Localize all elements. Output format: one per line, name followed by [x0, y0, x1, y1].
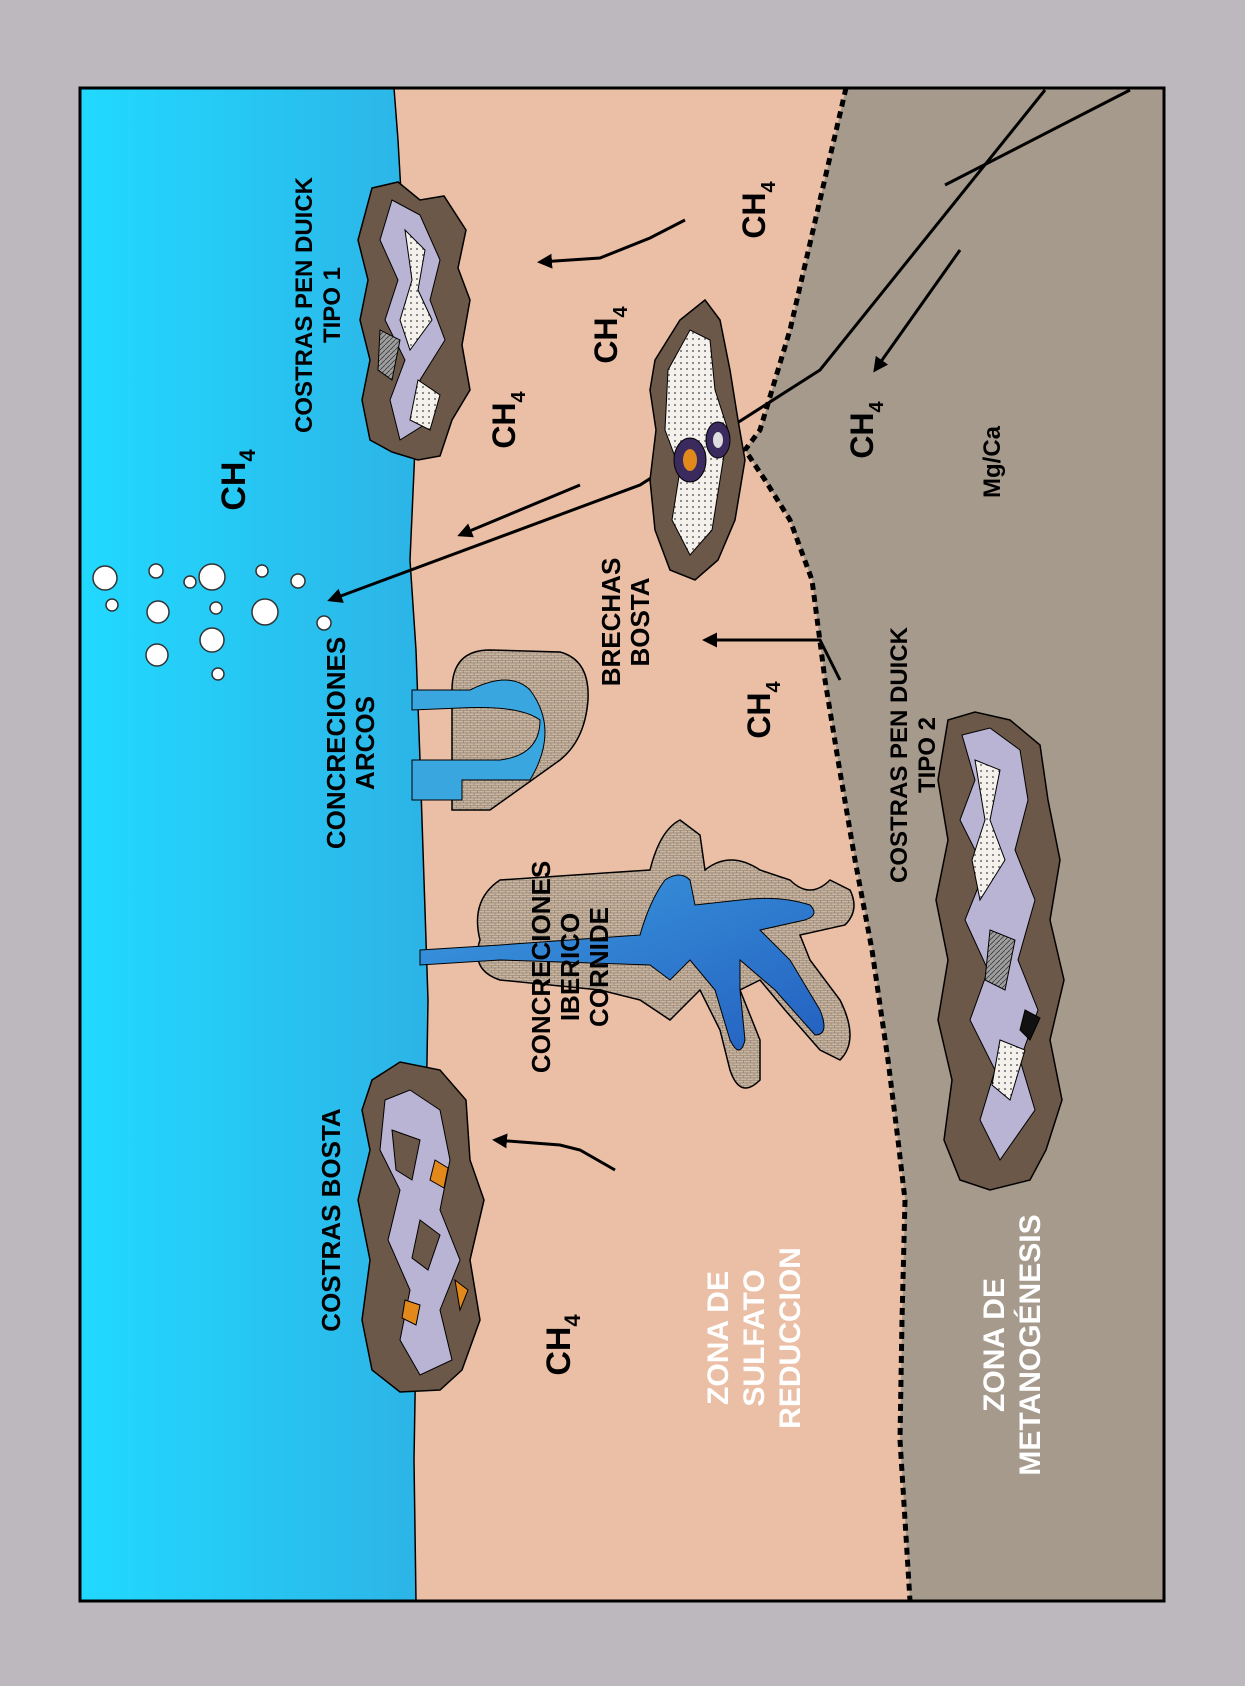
svg-text:CONCRECIONES: CONCRECIONES [526, 861, 556, 1073]
svg-text:SULFATO: SULFATO [738, 1269, 771, 1406]
label-zona-sulfato-reduccion: ZONA DE SULFATO REDUCCION [702, 1247, 807, 1429]
crust-pen-duick-tipo1 [358, 182, 470, 460]
svg-text:CONCRECIONES: CONCRECIONES [321, 637, 351, 849]
svg-text:COSTRAS BOSTA: COSTRAS BOSTA [316, 1108, 346, 1332]
svg-text:TIPO 2: TIPO 2 [914, 717, 941, 793]
label-costras-bosta: COSTRAS BOSTA [316, 1108, 346, 1332]
svg-text:REDUCCION: REDUCCION [774, 1247, 807, 1429]
svg-text:ARCOS: ARCOS [350, 696, 380, 790]
svg-text:BRECHAS: BRECHAS [596, 558, 626, 687]
svg-text:ZONA DE: ZONA DE [702, 1271, 735, 1405]
crust-pen-duick-tipo2 [936, 712, 1064, 1190]
svg-text:TIPO 1: TIPO 1 [319, 267, 346, 343]
svg-text:IBERICO: IBERICO [555, 913, 585, 1021]
svg-text:BOSTA: BOSTA [625, 577, 655, 666]
svg-text:CORNIDE: CORNIDE [584, 907, 614, 1027]
crust-bosta [358, 1062, 484, 1392]
svg-text:COSTRAS PEN DUICK: COSTRAS PEN DUICK [886, 626, 913, 883]
label-mg-ca: Mg/Ca [979, 425, 1006, 498]
svg-text:COSTRAS PEN DUICK: COSTRAS PEN DUICK [291, 176, 318, 433]
svg-text:ZONA DE: ZONA DE [978, 1278, 1011, 1412]
svg-text:METANOGÉNESIS: METANOGÉNESIS [1013, 1214, 1047, 1475]
